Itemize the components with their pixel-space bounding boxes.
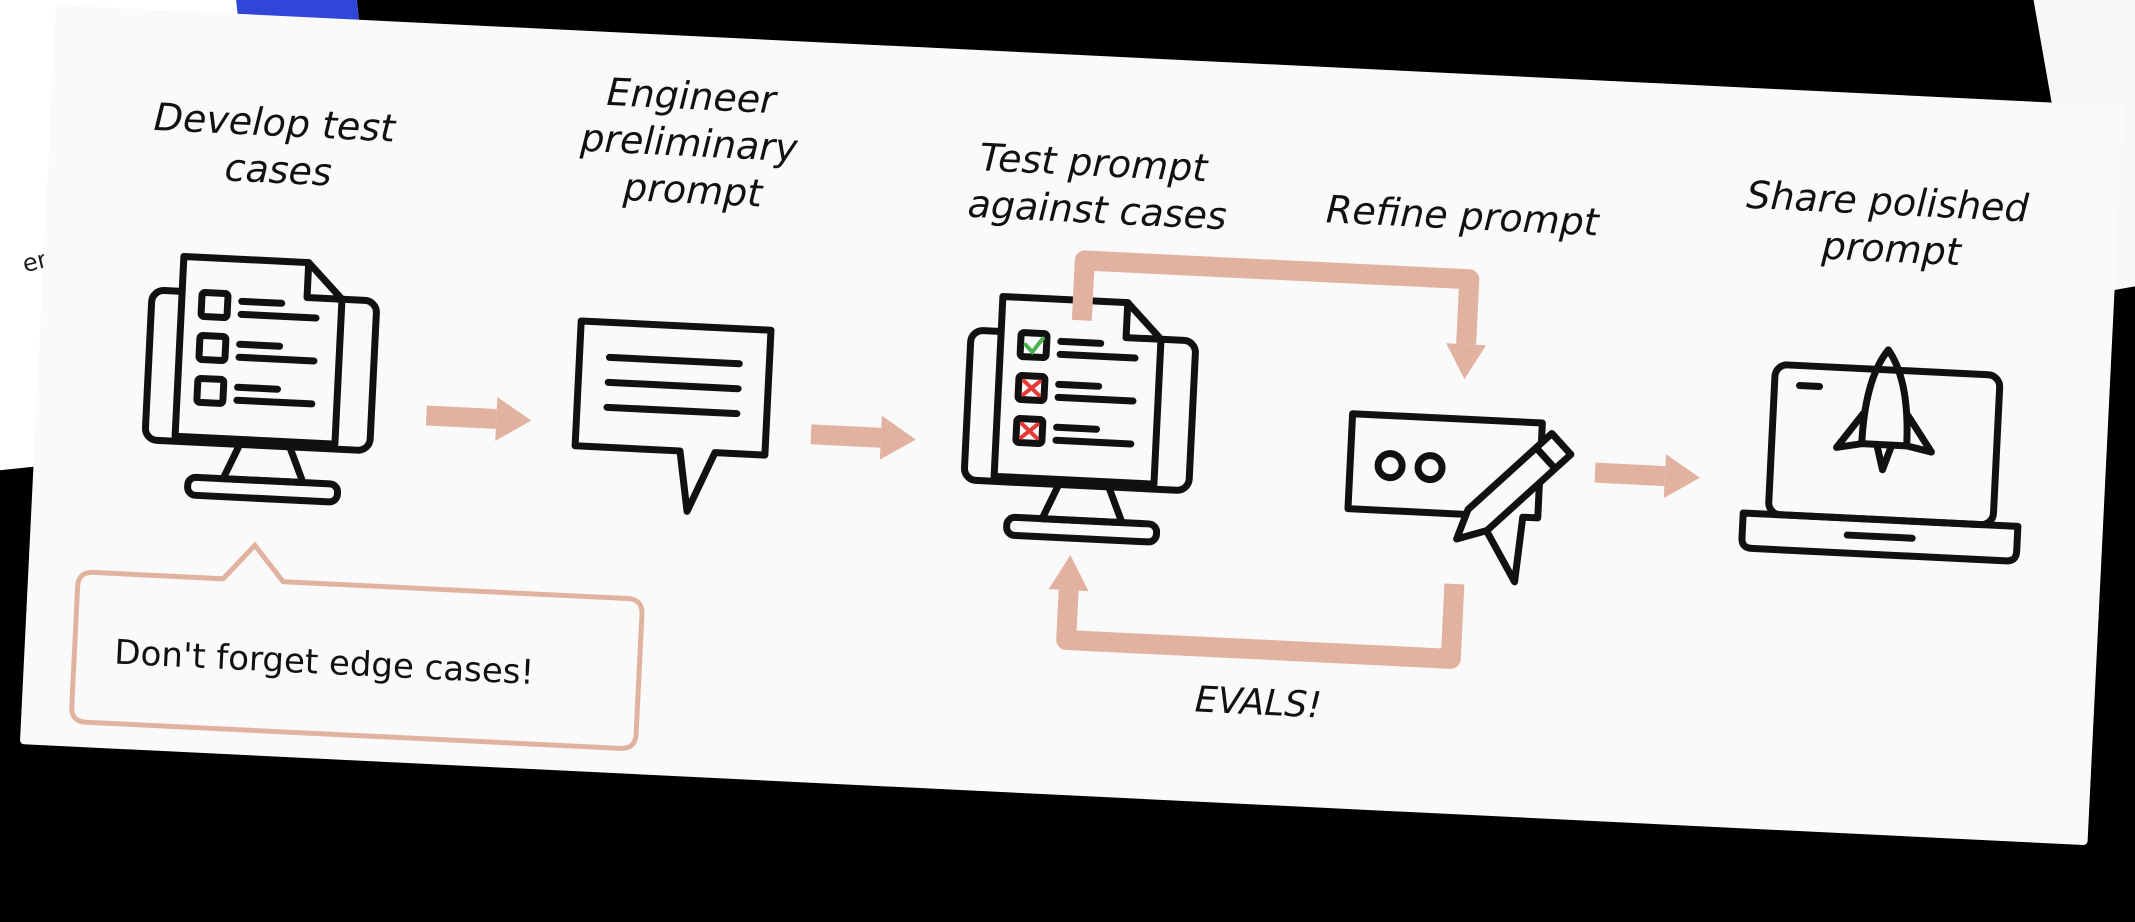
pencil-icon <box>1453 430 1575 543</box>
evals-loop-bottom-arrowhead <box>1048 555 1089 592</box>
step-1-line-2: cases <box>224 145 333 194</box>
step-2-line-1: Engineer <box>606 70 780 122</box>
refine-loop-top-arrowhead <box>1446 343 1487 380</box>
checklist-monitor-icon <box>141 252 380 506</box>
step-2-line-3: prompt <box>621 165 765 216</box>
cross-mark-icon-2 <box>1019 421 1040 441</box>
arrow-3 <box>1594 454 1700 499</box>
check-mark-icon <box>1023 336 1045 356</box>
step-2-title: Engineer preliminary prompt <box>576 69 813 218</box>
loop-label: EVALS! <box>1194 679 1323 726</box>
arrow-2 <box>810 415 916 460</box>
step-5-line-2: prompt <box>1820 223 1964 274</box>
step-2-line-2: preliminary <box>578 116 799 171</box>
arrow-1 <box>425 396 532 441</box>
edge-case-callout: Don't forget edge cases! <box>69 541 645 751</box>
refine-loop-top-arrow <box>1071 250 1480 345</box>
speech-bubble-icon <box>571 317 775 515</box>
evals-loop-bottom-arrow <box>1056 583 1465 669</box>
cross-mark-icon <box>1021 378 1042 398</box>
rocket-laptop-icon <box>1738 346 2022 565</box>
